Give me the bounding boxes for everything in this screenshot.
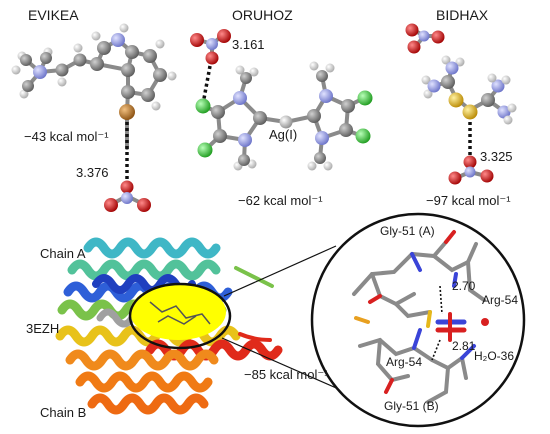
water-label: H₂O-36 xyxy=(474,349,515,363)
oruhoz-energy: −62 kcal mol⁻¹ xyxy=(238,193,323,208)
arg54-right-label: Arg-54 xyxy=(482,293,519,307)
evikea-energy: −43 kcal mol⁻¹ xyxy=(24,129,109,144)
arg54-left-label: Arg-54 xyxy=(386,355,423,369)
zoom-connector-lines xyxy=(221,245,351,395)
pdb-code-label: 3EZH xyxy=(26,321,60,336)
chain-b-label: Chain B xyxy=(40,405,87,420)
oruhoz-atoms xyxy=(195,61,373,171)
bidhax-atoms xyxy=(421,55,517,125)
evikea-distance: 3.376 xyxy=(76,165,109,180)
inset-nitrate xyxy=(435,312,467,342)
distance-2-70: 2.70 xyxy=(452,279,476,293)
oruhoz-distance: 3.161 xyxy=(232,37,265,52)
oruhoz-nitrate xyxy=(190,29,231,65)
oruhoz-contact xyxy=(201,65,212,105)
zoom-circle-small xyxy=(128,282,232,350)
protein-energy: −85 kcal mol⁻¹ xyxy=(244,367,329,382)
oruhoz-metal: Ag(I) xyxy=(269,127,298,142)
gly51-a-label: Gly-51 (A) xyxy=(380,224,435,238)
bidhax-title: BIDHAX xyxy=(436,7,489,23)
bidhax-energy: −97 kcal mol⁻¹ xyxy=(426,193,511,208)
bidhax-nitrate-bottom xyxy=(448,155,494,185)
oruhoz-title: ORUHOZ xyxy=(232,7,293,23)
inset-residues xyxy=(352,230,486,404)
inset-hbonds xyxy=(431,285,443,361)
bidhax-distance: 3.325 xyxy=(480,149,513,164)
bidhax-nitrate-top xyxy=(405,23,445,54)
evikea-title: EVIKEA xyxy=(28,7,79,23)
gly51-b-label: Gly-51 (B) xyxy=(384,399,439,413)
distance-2-81: 2.81 xyxy=(452,339,476,353)
binding-site-highlight xyxy=(130,284,226,340)
evikea-nitrate xyxy=(104,180,151,212)
inset-circle xyxy=(310,212,526,428)
evikea-atoms xyxy=(11,23,177,120)
water-molecule xyxy=(481,318,489,326)
chain-a-label: Chain A xyxy=(40,246,86,261)
